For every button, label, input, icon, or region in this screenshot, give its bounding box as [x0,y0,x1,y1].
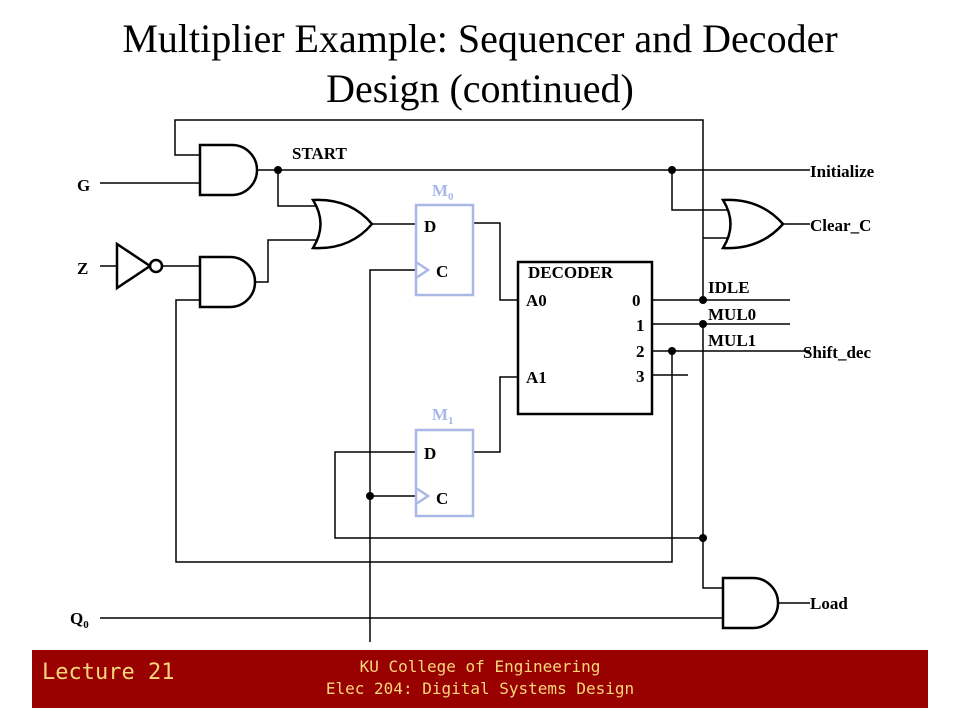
footer-course: Elec 204: Digital Systems Design [325,679,635,698]
decoder-out-2: 2 [636,342,645,361]
wire-to-load [702,538,723,589]
flipflop-m1-label: M1 [432,405,454,427]
wire-clock [369,269,416,642]
flipflop-m1 [414,428,475,518]
wire-init-to-clear [671,170,727,211]
and-gate-start [198,143,259,197]
footer-lecture: Lecture 21 [42,660,175,685]
decoder-in-a1: A1 [526,368,547,387]
footer-center: KU College of Engineering Elec 204: Digi… [32,656,928,700]
flipflop-m0-label: M0 [432,181,454,203]
wire-and2-to-or [255,239,317,283]
clock-symbol-m1 [415,486,431,506]
wire-m1-d [334,323,704,539]
junction-start-a [274,166,282,174]
junction-mul1 [668,347,676,355]
title-line-1: Multiplier Example: Sequencer and Decode… [122,16,838,61]
sequencer-decoder-schematic: G Z Q0 START M0 D C M1 D C DECODER A0 A1… [70,119,875,642]
decoder-out-3: 3 [636,367,645,386]
decoder-box [516,260,654,416]
decoder-out-1: 1 [636,316,645,335]
page-title: Multiplier Example: Sequencer and Decode… [0,14,960,114]
output-clear-c-label: Clear_C [810,216,871,235]
title-line-2: Design (continued) [326,66,634,111]
signal-start-label: START [292,144,347,163]
junction-idle [699,296,707,304]
inverter-bubble [148,258,164,274]
m0-d-label: D [424,217,436,236]
output-shift-dec-label: Shift_dec [803,343,871,362]
wire-and2-feedback [175,299,673,563]
signal-idle-label: IDLE [708,278,750,297]
wire-m0-to-a0 [473,222,518,301]
output-initialize-label: Initialize [810,162,875,181]
clock-symbol-m0 [415,260,431,280]
and-gate-z [198,255,257,309]
input-g-label: G [77,176,90,195]
junction-start-b [668,166,676,174]
signal-mul1-label: MUL1 [708,331,756,350]
m1-d-label: D [424,444,436,463]
junction-clock [366,492,374,500]
decoder-title: DECODER [528,263,614,282]
junction-load [699,534,707,542]
footer-college: KU College of Engineering [359,657,601,676]
wire-m1-to-a1 [473,376,518,453]
decoder-out-0: 0 [632,291,641,310]
wire-start-to-or [277,170,317,207]
junction-mul0 [699,320,707,328]
flipflop-m0 [414,203,475,297]
output-load-label: Load [810,594,848,613]
inverter-z [115,241,153,291]
signal-mul0-label: MUL0 [708,305,756,324]
m1-c-label: C [436,489,448,508]
m0-c-label: C [436,262,448,281]
wire-idle-feedback-top [174,119,704,300]
or-gate-clear [720,198,785,250]
decoder-in-a0: A0 [526,291,547,310]
and-gate-load [721,576,780,630]
input-z-label: Z [77,259,88,278]
input-q0-label: Q0 [70,609,89,631]
footer-bar: Lecture 21 KU College of Engineering Ele… [32,650,928,708]
or-gate-m0 [310,198,374,250]
